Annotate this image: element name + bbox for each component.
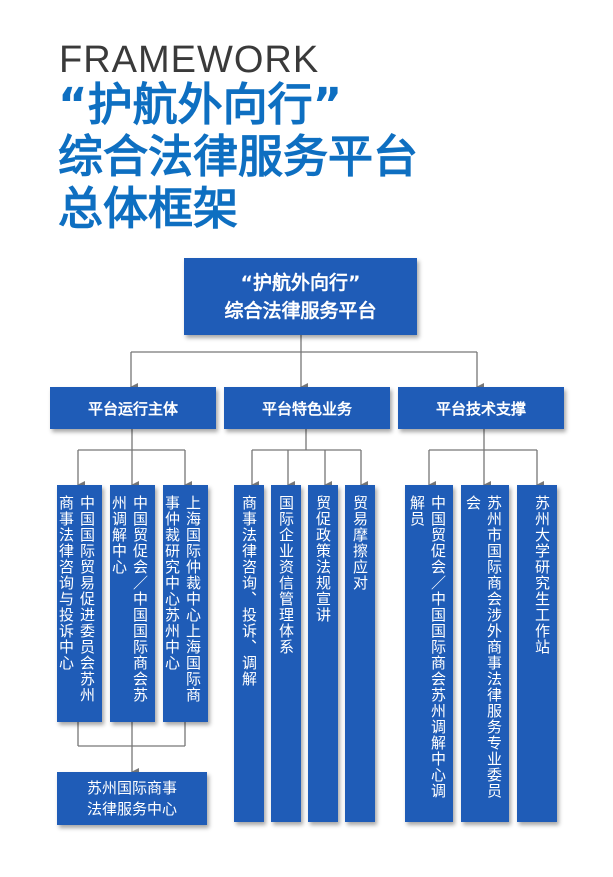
header-title-line-2: 综合法律服务平台 bbox=[58, 130, 419, 183]
category-services: 平台特色业务 bbox=[224, 387, 390, 429]
tech-node-mediators: 中国贸促会／中国国际商会苏州调解中心调解员 bbox=[405, 485, 453, 822]
service-node-legal-consulting: 商事法律咨询、投诉、调解 bbox=[234, 485, 264, 822]
operator-node-legal-consulting: 中国国际贸易促进委员会苏州商事法律咨询与投诉中心 bbox=[57, 485, 102, 722]
operator-node-mediation-center: 中国贸促会／中国国际商会苏州调解中心 bbox=[110, 485, 155, 722]
header-title-line-3: 总体框架 bbox=[58, 182, 239, 235]
platform-title-line-1: “护航外向行” bbox=[240, 271, 361, 294]
tech-node-university-workstation: 苏州大学研究生工作站 bbox=[517, 485, 557, 822]
header-title-line-1: “护航外向行” bbox=[58, 78, 343, 131]
result-title-line-1: 苏州国际商事 bbox=[86, 778, 177, 797]
operator-node-arbitration-center: 上海国际仲裁中心上海国际商事仲裁研究中心苏州中心 bbox=[163, 485, 208, 722]
category-tech-support: 平台技术支撑 bbox=[398, 387, 564, 429]
service-node-credit-management: 国际企业资信管理体系 bbox=[271, 485, 301, 822]
tech-node-commerce-committee: 苏州市国际商会涉外商事法律服务专业委员会 bbox=[461, 485, 509, 822]
header-english-title: FRAMEWORK bbox=[59, 39, 320, 81]
result-node: 苏州国际商事 法律服务中心 bbox=[57, 772, 207, 825]
platform-node: “护航外向行” 综合法律服务平台 bbox=[184, 258, 417, 335]
platform-title-line-2: 综合法律服务平台 bbox=[224, 299, 377, 322]
service-node-policy-briefing: 贸促政策法规宣讲 bbox=[308, 485, 338, 822]
category-operators: 平台运行主体 bbox=[50, 387, 216, 429]
service-node-trade-friction: 贸易摩擦应对 bbox=[345, 485, 375, 822]
result-title-line-2: 法律服务中心 bbox=[86, 799, 177, 818]
